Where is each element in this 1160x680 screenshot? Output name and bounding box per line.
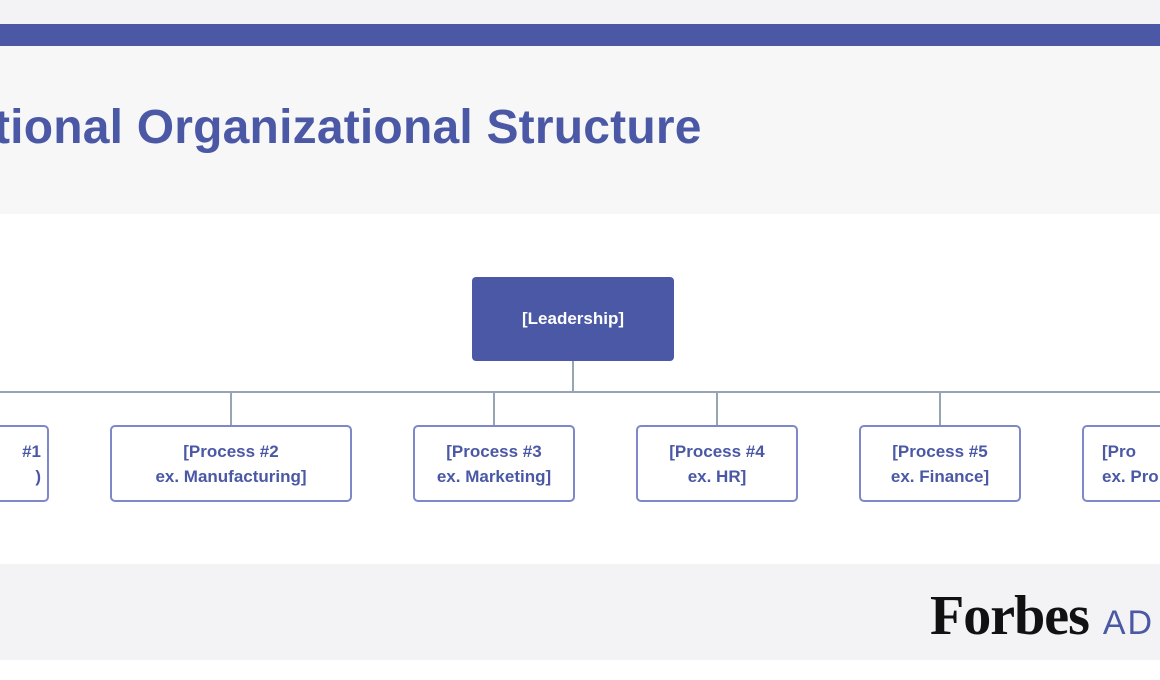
drop-connector-2 [230, 392, 232, 425]
process-node-5: [Process #5 ex. Finance] [859, 425, 1021, 502]
process-node-1-line1: #1 [22, 441, 41, 461]
footer-band [0, 564, 1160, 660]
process-node-1-line2: ) [35, 466, 41, 486]
bottom-margin [0, 660, 1160, 680]
accent-bar [0, 24, 1160, 46]
process-node-5-line1: [Process #5 [892, 441, 988, 461]
process-node-4-line2: ex. HR] [687, 466, 747, 486]
process-node-1: #1 ) [0, 425, 49, 502]
logo-suffix: AD [1102, 604, 1155, 642]
process-node-3: [Process #3 ex. Marketing] [413, 425, 575, 502]
process-node-3-line2: ex. Marketing] [436, 466, 552, 486]
leadership-label: [Leadership] [521, 309, 625, 328]
process-node-2-line1: [Process #2 [183, 441, 279, 461]
process-node-5-line2: ex. Finance] [890, 466, 990, 486]
leadership-node: [Leadership] [472, 277, 674, 361]
process-node-2-line2: ex. Manufacturing] [155, 466, 307, 486]
leader-stem-connector [572, 361, 574, 392]
process-node-2: [Process #2 ex. Manufacturing] [110, 425, 352, 502]
horizontal-connector [0, 391, 1160, 393]
top-margin [0, 0, 1160, 24]
drop-connector-5 [939, 392, 941, 425]
drop-connector-3 [493, 392, 495, 425]
process-node-4: [Process #4 ex. HR] [636, 425, 798, 502]
logo-wordmark: Forbes [930, 585, 1090, 647]
forbes-advisor-logo: Forbes AD [930, 584, 1155, 647]
process-node-3-line1: [Process #3 [446, 441, 542, 461]
title-band [0, 46, 1160, 214]
org-chart-area [0, 214, 1160, 564]
page-title: tional Organizational Structure [0, 101, 702, 154]
process-node-6-line1: [Pro [1102, 441, 1136, 461]
process-node-4-line1: [Process #4 [669, 441, 765, 461]
drop-connector-4 [716, 392, 718, 425]
process-node-6: [Pro ex. Pro [1082, 425, 1160, 502]
process-node-6-line2: ex. Pro [1102, 466, 1159, 486]
